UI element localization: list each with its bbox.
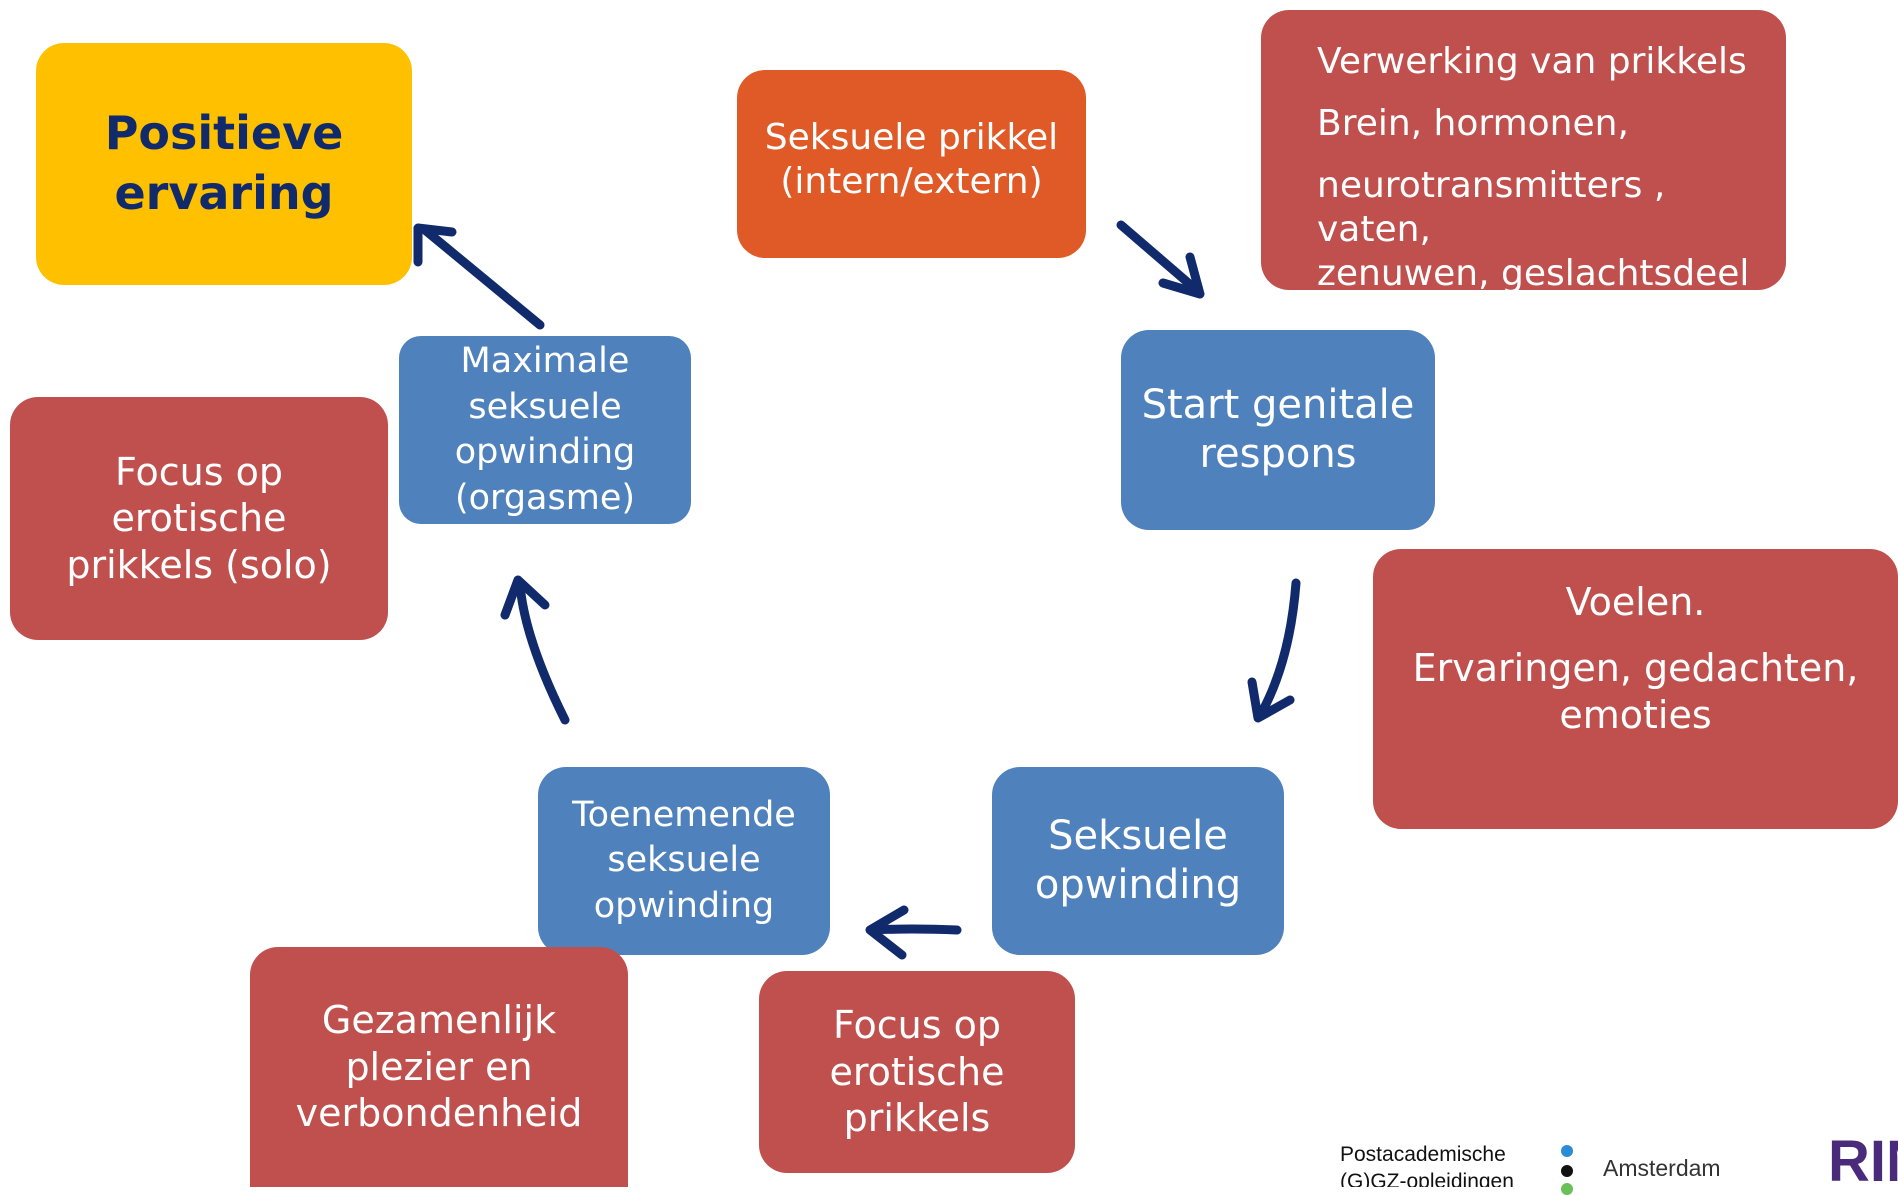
shared-pleasure-box: Gezamenlijk plezier en verbondenheid <box>250 947 628 1187</box>
focus-solo-box: Focus op erotische prikkels (solo) <box>10 397 388 640</box>
genital-response-box: Start genitale respons <box>1121 330 1435 530</box>
sexual-arousal-box: Seksuele opwinding <box>992 767 1284 955</box>
maximal-arousal-box: Maximale seksuele opwinding (orgasme) <box>399 336 691 524</box>
focus-line-1: Focus op <box>833 1003 1001 1048</box>
city-label: Amsterdam <box>1603 1155 1721 1181</box>
processing-line-1: Verwerking van prikkels <box>1317 41 1747 82</box>
positive-line-1: Positieve <box>104 106 344 161</box>
focus-solo-line-3: prikkels (solo) <box>66 542 332 587</box>
processing-line-3: neurotransmitters , vaten, <box>1317 164 1666 250</box>
together-line-3: verbondenheid <box>295 1091 583 1136</box>
feeling-line-2: Ervaringen, gedachten, <box>1412 646 1859 691</box>
start-line-1: Start genitale <box>1141 382 1415 429</box>
focus-line-3: prikkels <box>843 1096 991 1141</box>
focus-solo-line-2: erotische <box>111 496 287 541</box>
maximal-line-1: Maximale <box>460 341 630 381</box>
together-line-1: Gezamenlijk <box>321 998 557 1043</box>
sexual-stimulus-box: Seksuele prikkel (intern/extern) <box>737 70 1086 258</box>
arrow-maximal-to-positive <box>413 223 545 330</box>
arrow-arousal-to-increasing <box>865 905 962 960</box>
maximal-line-2: seksuele <box>468 386 622 427</box>
focus-solo-line-1: Focus op <box>115 449 283 494</box>
focus-box: Focus op erotische prikkels <box>759 971 1075 1173</box>
increasing-arousal-box: Toenemende seksuele opwinding <box>538 767 830 955</box>
logo-dot-black <box>1561 1165 1573 1177</box>
feeling-line-3: emoties <box>1559 692 1712 737</box>
org-name-line-1: Postacademische <box>1340 1143 1506 1166</box>
maximal-line-3: opwinding <box>454 432 636 472</box>
rin-logo: RIN <box>1828 1129 1898 1194</box>
arrow-increasing-to-maximal <box>500 575 570 725</box>
together-line-2: plezier en <box>345 1044 533 1089</box>
logo-dot-green <box>1561 1183 1573 1195</box>
focus-line-2: erotische <box>829 1049 1005 1094</box>
positive-experience-box: Positieve ervaring <box>36 43 412 285</box>
feeling-line-1: Voelen. <box>1565 580 1706 624</box>
arrow-response-to-arousal <box>1247 578 1301 723</box>
arousal-line-2: opwinding <box>1034 862 1242 908</box>
start-line-2: respons <box>1199 431 1357 477</box>
maximal-line-4: (orgasme) <box>454 477 636 518</box>
increasing-line-1: Toenemende <box>572 794 796 835</box>
processing-line-2: Brein, hormonen, <box>1317 102 1629 144</box>
logo-dot-blue <box>1561 1145 1573 1157</box>
org-name-line-2: (G)GZ-opleidingen <box>1340 1170 1514 1187</box>
arrow-stimulus-to-response <box>1116 220 1205 299</box>
arousal-line-1: Seksuele <box>1048 813 1228 860</box>
positive-line-2: ervaring <box>114 166 334 220</box>
increasing-line-2: seksuele <box>607 840 761 881</box>
stimulus-processing-box: Verwerking van prikkels Brein, hormonen,… <box>1261 10 1786 294</box>
increasing-line-3: opwinding <box>593 885 775 926</box>
processing-line-4: zenuwen, geslachtsdeel <box>1317 252 1750 294</box>
feeling-box: Voelen. Ervaringen, gedachten, emoties <box>1373 549 1898 829</box>
stimulus-line-1: Seksuele prikkel <box>764 117 1059 158</box>
stimulus-line-2: (intern/extern) <box>780 160 1043 202</box>
